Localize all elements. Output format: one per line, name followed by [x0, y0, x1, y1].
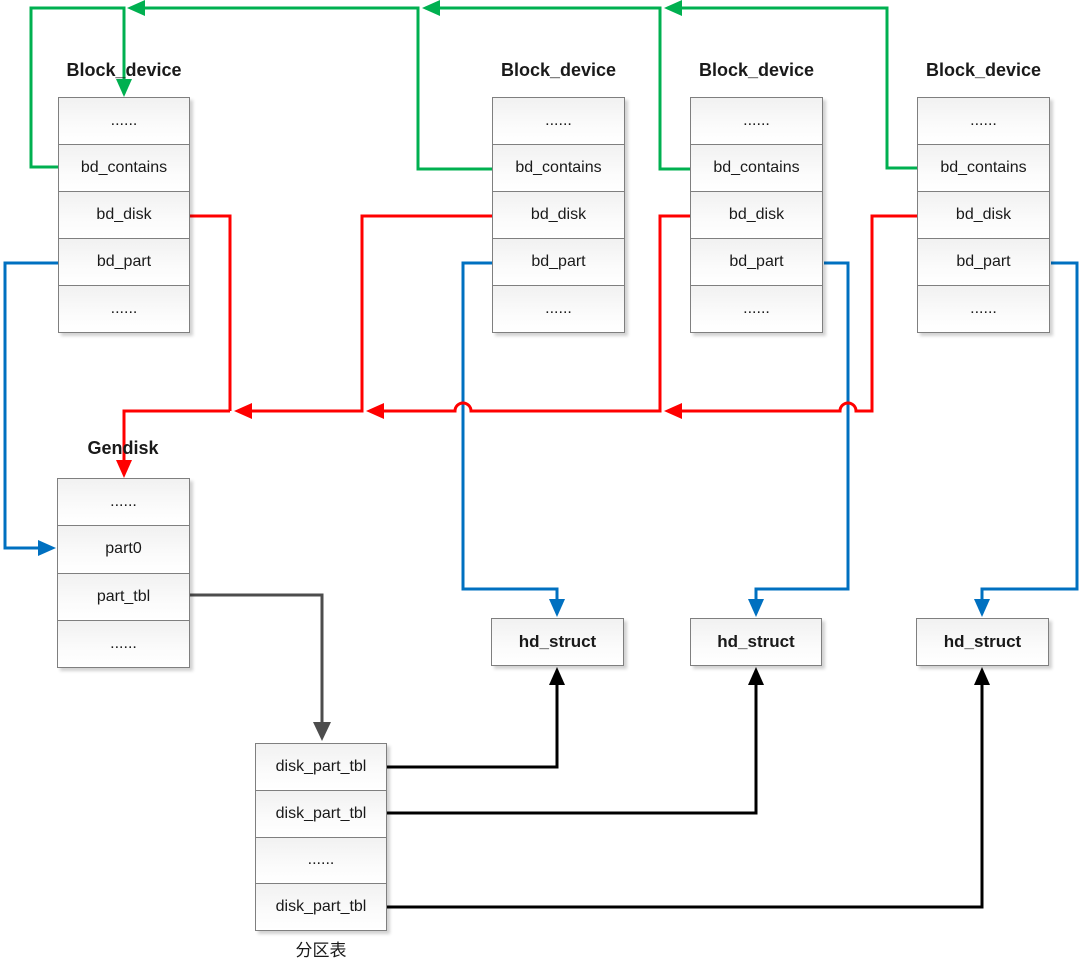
- field-ellipsis: ......: [918, 98, 1049, 144]
- block-device-2-title: Block_device: [500, 60, 617, 80]
- arrow-bdcontains2-to-block1: [127, 0, 492, 171]
- block-device-2-box: ...... bd_contains bd_disk bd_part .....…: [492, 97, 625, 333]
- arrow-bdcontains1-self-loop: [29, 6, 132, 169]
- block-device-4-box: ...... bd_contains bd_disk bd_part .....…: [917, 97, 1050, 333]
- field-ellipsis: ......: [59, 285, 189, 332]
- hd-struct-2-box: hd_struct: [690, 618, 822, 666]
- field-bd-contains: bd_contains: [691, 144, 822, 191]
- hd-struct-1-box: hd_struct: [491, 618, 624, 666]
- field-bd-contains: bd_contains: [493, 144, 624, 191]
- block-device-1-box: ...... bd_contains bd_disk bd_part .....…: [58, 97, 190, 333]
- gendisk-box: ...... part0 part_tbl ......: [57, 478, 190, 668]
- arrow-bdpart1-to-gendisk-part0: [3, 261, 59, 556]
- arrow-bddisk2-to-junction1: [234, 214, 492, 419]
- arrow-bddisk-main-to-gendisk: [116, 409, 230, 478]
- field-disk-part-tbl: disk_part_tbl: [256, 744, 386, 790]
- block-device-1-title: Block_device: [66, 60, 182, 80]
- gendisk-title: Gendisk: [87, 438, 159, 458]
- field-bd-contains: bd_contains: [59, 144, 189, 191]
- field-bd-disk: bd_disk: [493, 191, 624, 238]
- block-device-3-box: ...... bd_contains bd_disk bd_part .....…: [690, 97, 823, 333]
- arrow-parttbl-to-partition-table: [190, 593, 331, 741]
- arrow-diskparttbl2-to-hdstruct2: [387, 667, 764, 815]
- block-device-3-title: Block_device: [698, 60, 815, 80]
- field-bd-disk: bd_disk: [59, 191, 189, 238]
- field-ellipsis: ......: [58, 479, 189, 526]
- field-part0: part0: [58, 525, 189, 573]
- field-part-tbl: part_tbl: [58, 572, 189, 620]
- arrow-bddisk4-to-junction3: [664, 214, 918, 419]
- arrow-diskparttbl1-to-hdstruct1: [387, 667, 565, 769]
- arrow-bdpart4-to-hdstruct3: [974, 261, 1079, 617]
- field-ellipsis: ......: [493, 285, 624, 332]
- field-ellipsis: ......: [691, 98, 822, 144]
- field-bd-disk: bd_disk: [918, 191, 1049, 238]
- field-bd-disk: bd_disk: [691, 191, 822, 238]
- arrow-bddisk3-to-junction2: [366, 214, 691, 419]
- block-device-4-title: Block_device: [925, 60, 1042, 80]
- field-bd-part: bd_part: [918, 238, 1049, 285]
- arrow-bdcontains3-to-block1: [422, 0, 691, 171]
- field-ellipsis: ......: [918, 285, 1049, 332]
- arrow-bdpart3-to-hdstruct2: [748, 261, 850, 617]
- arrow-bddisk1-riser: [190, 214, 232, 411]
- field-ellipsis: ......: [493, 98, 624, 144]
- field-bd-part: bd_part: [691, 238, 822, 285]
- field-ellipsis: ......: [59, 98, 189, 144]
- field-bd-part: bd_part: [493, 238, 624, 285]
- field-disk-part-tbl: disk_part_tbl: [256, 789, 386, 837]
- hd-struct-3-box: hd_struct: [916, 618, 1049, 666]
- partition-table-caption: 分区表: [295, 941, 347, 960]
- field-disk-part-tbl: disk_part_tbl: [256, 883, 386, 930]
- arrow-diskparttbl3-to-hdstruct3: [387, 667, 990, 909]
- field-bd-contains: bd_contains: [918, 144, 1049, 191]
- partition-table-box: disk_part_tbl disk_part_tbl ...... disk_…: [255, 743, 387, 931]
- arrow-bdpart2-to-hdstruct1: [461, 261, 565, 617]
- field-ellipsis: ......: [256, 836, 386, 884]
- arrow-bdcontains4-to-block1: [664, 0, 918, 170]
- field-ellipsis: ......: [691, 285, 822, 332]
- field-bd-part: bd_part: [59, 238, 189, 285]
- field-ellipsis: ......: [58, 619, 189, 667]
